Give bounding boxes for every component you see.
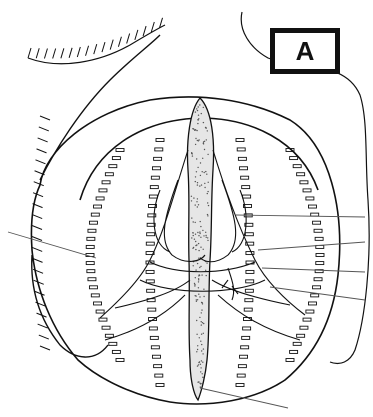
- leader-line-left: [8, 232, 96, 258]
- panel-label-text: A: [296, 38, 315, 64]
- body-outline: [31, 97, 339, 404]
- oral-lobe-left: [32, 35, 160, 357]
- panel-label: A: [270, 28, 340, 74]
- leader-lines: [8, 215, 365, 408]
- pharynx: [188, 98, 214, 400]
